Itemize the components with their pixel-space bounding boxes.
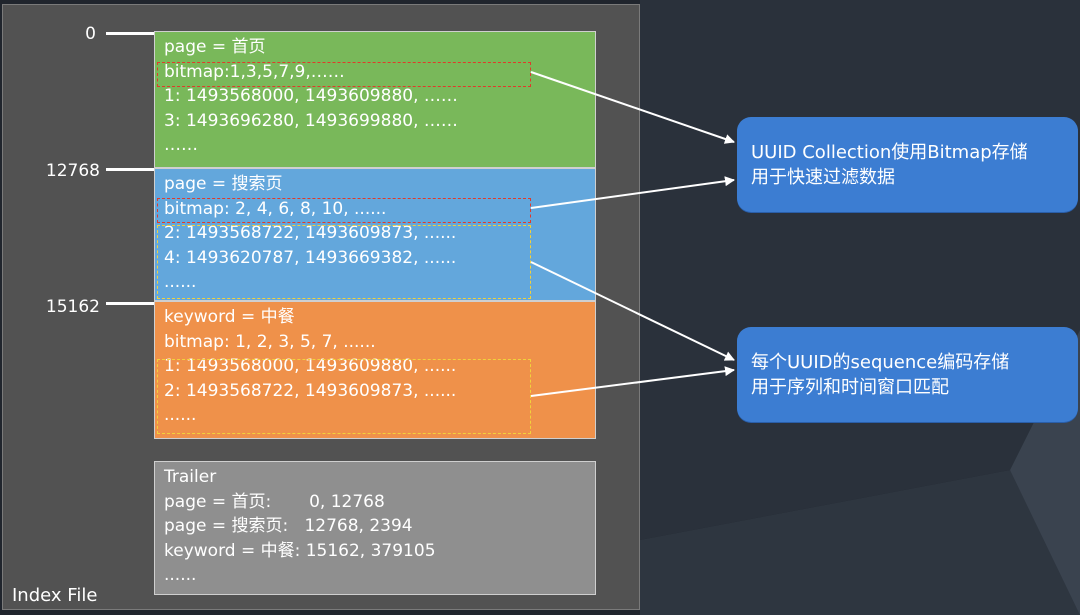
block-line: page = 搜索页: [164, 174, 283, 194]
block-line: keyword = 中餐: [164, 307, 295, 327]
bitmap-highlight-box: [157, 198, 531, 223]
block-line: ......: [164, 565, 197, 585]
callout-sequence-storage: 每个UUID的sequence编码存储 用于序列和时间窗口匹配: [737, 327, 1078, 422]
offset-label: 0: [85, 24, 96, 44]
block-trailer: Trailer page = 首页: 0, 12768 page = 搜索页: …: [154, 461, 596, 595]
bitmap-highlight-box: [157, 62, 531, 87]
offset-tick: [106, 32, 154, 35]
block-line: Trailer: [164, 467, 217, 487]
sequence-highlight-box: [157, 225, 531, 299]
callout-line: 每个UUID的sequence编码存储: [751, 351, 1010, 373]
callout-bitmap-storage: UUID Collection使用Bitmap存储 用于快速过滤数据: [737, 117, 1078, 212]
offset-label: 15162: [45, 297, 100, 317]
block-line: keyword = 中餐: 15162, 379105: [164, 540, 436, 561]
offset-tick: [106, 302, 154, 305]
block-line: page = 首页: [164, 37, 266, 57]
callout-line: UUID Collection使用Bitmap存储: [751, 141, 1028, 163]
block-line: page = 首页: 0, 12768: [164, 491, 385, 512]
block-page-home: page = 首页 bitmap:1,3,5,7,9,…… 1: 1493568…: [154, 31, 596, 168]
block-line: ……: [164, 135, 198, 155]
arrow-line: [530, 176, 735, 209]
block-line: 4: 1493620787, 1493669382, ......: [164, 247, 457, 268]
block-line: 2: 1493568722, 1493609873, ......: [164, 380, 457, 401]
block-line: 2: 1493568722, 1493609873, ......: [164, 223, 457, 243]
block-keyword-lunch: keyword = 中餐 bitmap: 1, 2, 3, 5, 7, ....…: [154, 301, 596, 439]
block-line: 1: 1493568000, 1493609880, ……: [164, 86, 458, 106]
arrow-line: [530, 261, 735, 361]
arrow-line: [530, 71, 735, 144]
arrow-line: [530, 366, 735, 397]
block-line: bitmap:1,3,5,7,9,……: [164, 61, 345, 82]
callout-line: 用于序列和时间窗口匹配: [751, 376, 949, 398]
offset-label: 12768: [45, 161, 100, 181]
block-line: 1: 1493568000, 1493609880, ......: [164, 356, 457, 376]
block-line: bitmap: 2, 4, 6, 8, 10, ......: [164, 198, 387, 219]
callout-line: 用于快速过滤数据: [751, 166, 895, 188]
block-line: ......: [164, 405, 197, 425]
block-line: 3: 1493696280, 1493699880, ……: [164, 110, 458, 131]
block-line: bitmap: 1, 2, 3, 5, 7, ......: [164, 331, 376, 352]
sequence-highlight-box: [157, 359, 531, 434]
index-file-label: Index File: [12, 585, 98, 606]
block-line: ......: [164, 272, 197, 292]
block-line: page = 搜索页: 12768, 2394: [164, 516, 413, 536]
block-page-search: page = 搜索页 bitmap: 2, 4, 6, 8, 10, .....…: [154, 168, 596, 301]
offset-tick: [106, 168, 154, 171]
